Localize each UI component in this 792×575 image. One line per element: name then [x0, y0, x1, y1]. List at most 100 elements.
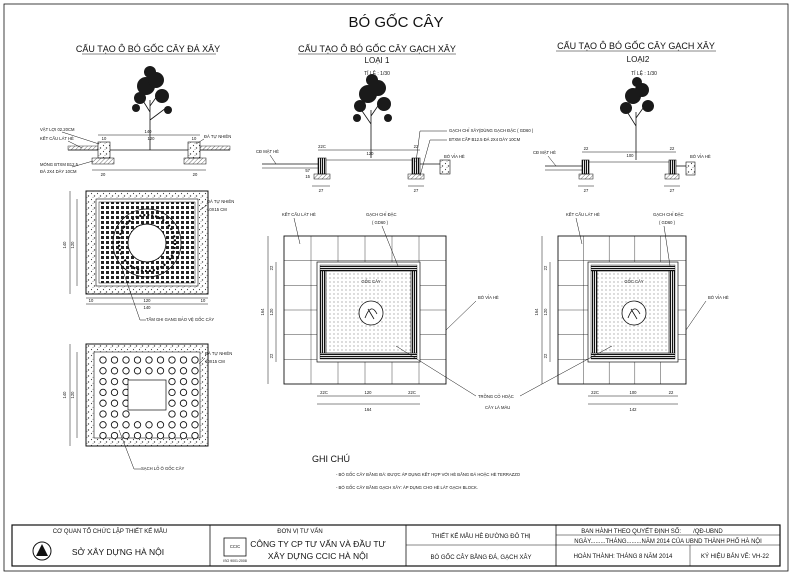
tb-consultant-label: ĐƠN VỊ TƯ VẤN	[277, 528, 323, 535]
left-section-view: 140 10 120 10 20 20 VẬT LỢI 02.20CM KẾT …	[40, 66, 231, 177]
mid-plan-label-d: BÓ VỈA HÈ	[478, 295, 499, 300]
svg-text:10: 10	[102, 136, 107, 141]
mid-section-label-c: CĐ MẶT HÈ	[256, 149, 279, 154]
mid-section-title: CẤU TẠO Ô BÓ GỐC CÂY GẠCH XÂY	[298, 43, 456, 54]
svg-text:27: 27	[414, 188, 419, 193]
shared-planting-label: TRỒNG CỎ HOẶC CÂY LÁ MÀU	[395, 345, 613, 410]
svg-text:22: 22	[414, 144, 419, 149]
svg-text:120: 120	[367, 151, 375, 156]
svg-text:140: 140	[62, 241, 67, 249]
svg-text:20: 20	[101, 172, 106, 177]
svg-text:22: 22	[669, 390, 674, 395]
mid-section-view: 22C 120 22 27 27 57 15 GẠCH CHỈ XÂY(DÙNG…	[256, 74, 534, 193]
left-plan2-label-b: 10X15 CM	[205, 359, 225, 364]
tree-icon	[353, 74, 392, 158]
notes: GHI CHÚ - BÓ GỐC CÂY BẰNG ĐÁ: ĐƯỢC ÁP DỤ…	[312, 454, 521, 490]
mid-plan-view: GỐC CÂY 164 22 120 22 22C 120 22C 164 KẾ…	[260, 212, 499, 412]
svg-text:140: 140	[145, 129, 153, 134]
svg-text:120: 120	[70, 241, 75, 249]
svg-text:CÂY LÁ MÀU: CÂY LÁ MÀU	[485, 405, 510, 410]
svg-text:10: 10	[201, 298, 206, 303]
svg-text:15: 15	[305, 174, 310, 179]
notes-heading: GHI CHÚ	[312, 454, 350, 464]
right-plan-label-a: KẾT CẤU LÁT HÈ	[566, 212, 600, 217]
left-plan1-label-a: ĐÁ TỰ NHIÊN	[207, 199, 234, 204]
svg-text:164: 164	[534, 308, 539, 316]
svg-text:20: 20	[193, 172, 198, 177]
mid-section-label-d: BÓ VỈA HÈ	[444, 154, 465, 159]
svg-text:22: 22	[269, 265, 274, 270]
svg-text:142: 142	[630, 407, 638, 412]
svg-text:10: 10	[89, 298, 94, 303]
ccic-logo-icon: CCIC ISO 9001:2008	[223, 537, 247, 563]
hole-grid	[99, 356, 199, 440]
tb-consultant-name-2: XÂY DỰNG CCIC HÀ NỘI	[268, 551, 368, 561]
svg-text:120: 120	[543, 308, 548, 316]
tree-icon	[132, 66, 172, 150]
svg-text:100: 100	[627, 153, 635, 158]
right-section-scale: TỈ LỆ : 1/30	[631, 69, 657, 77]
tb-completed: HOÀN THÀNH: THÁNG 8 NĂM 2014	[574, 553, 673, 560]
right-plan-center-label: GỐC CÂY	[624, 279, 644, 284]
svg-text:120: 120	[148, 136, 156, 141]
title-block: CƠ QUAN TỔ CHỨC LẬP THIẾT KẾ MẪU SỞ XÂY …	[11, 524, 781, 567]
right-plan-label-d: BÓ VỈA HÈ	[708, 295, 729, 300]
left-plan1-label-c: TẤM GHI GANG BẢO VỆ GỐC CÂY	[146, 317, 214, 322]
left-plan2-label-a: ĐÁ TỰ NHIÊN	[205, 351, 232, 356]
svg-text:22C: 22C	[591, 390, 599, 395]
mid-section-scale: TỈ LỆ : 1/30	[364, 69, 390, 77]
mid-plan-label-c: ( GD60 )	[372, 220, 389, 225]
svg-text:22C: 22C	[320, 390, 328, 395]
tree-icon	[620, 77, 654, 160]
svg-text:22C: 22C	[318, 144, 326, 149]
tb-consultant-name-1: CÔNG TY CP TƯ VẤN VÀ ĐẦU TƯ	[250, 539, 386, 549]
mid-section-label-b: BTXM CẤP B12.5 ĐÁ 2X4 DÀY 10CM	[449, 137, 521, 142]
tb-project: THIẾT KẾ MẪU HÈ ĐƯỜNG ĐÔ THỊ	[431, 533, 530, 540]
right-section-label-a: CĐ MẶT HÈ	[533, 150, 556, 155]
svg-text:10: 10	[192, 136, 197, 141]
svg-text:27: 27	[319, 188, 324, 193]
right-plan-view: GỐC CÂY 164 22 120 22 22C 100 22 142 KẾT…	[534, 212, 729, 412]
left-section-label-a: VẬT LỢI 02.20CM	[40, 127, 75, 132]
svg-text:140: 140	[62, 391, 67, 399]
sheet-border	[3, 3, 789, 572]
mid-plan-center-label: GỐC CÂY	[361, 279, 381, 284]
right-section-title: CẤU TẠO Ô BÓ GỐC CÂY GẠCH XÂY	[557, 40, 715, 51]
tb-decision: BAN HÀNH THEO QUYẾT ĐỊNH SỐ:/QĐ-UBND	[581, 528, 723, 535]
left-section-title: CẤU TẠO Ô BÓ GỐC CÂY ĐÁ XÂY	[76, 43, 220, 54]
right-section-label-b: BÓ VỈA HÈ	[690, 154, 711, 159]
right-section-view: 22 100 22 27 27 CĐ MẶT HÈ BÓ VỈA HÈ	[533, 77, 711, 193]
left-section-label-e: ĐÁ TỰ NHIÊN	[204, 134, 231, 139]
mid-plan-label-b: GẠCH CHỈ ĐẶC	[366, 212, 396, 217]
svg-text:27: 27	[670, 188, 675, 193]
hanoi-construction-logo-icon	[32, 541, 52, 561]
tb-org-label: CƠ QUAN TỔ CHỨC LẬP THIẾT KẾ MẪU	[53, 528, 168, 535]
right-plan-label-b: GẠCH CHỈ ĐẶC	[653, 212, 683, 217]
svg-text:164: 164	[365, 407, 373, 412]
left-plan2-label-c: SẠCH LỖ Ô GỐC CÂY	[141, 466, 184, 471]
left-section-label-b: KẾT CẤU LÁT HÈ	[40, 136, 74, 141]
svg-text:22: 22	[584, 146, 589, 151]
main-title: BÓ GỐC CÂY	[348, 13, 443, 31]
svg-text:22: 22	[543, 265, 548, 270]
left-section-label-c: MÓNG BTXM B12,5	[40, 162, 79, 167]
svg-text:22: 22	[543, 353, 548, 358]
svg-text:120: 120	[144, 298, 152, 303]
svg-text:120: 120	[70, 391, 75, 399]
svg-text:100: 100	[630, 390, 638, 395]
svg-text:140: 140	[144, 305, 152, 310]
note-item-1: - BÓ GỐC CÂY BẰNG ĐÁ: ĐƯỢC ÁP DỤNG KẾT H…	[336, 472, 521, 477]
svg-text:164: 164	[260, 308, 265, 316]
tb-drawing-name: BÓ GỐC CÂY BẰNG ĐÁ, GẠCH XÂY	[431, 553, 532, 561]
tb-date: NGÀY.........THÁNG.........NĂM 2014 CỦA …	[574, 538, 762, 545]
svg-text:22C: 22C	[408, 390, 416, 395]
svg-text:57: 57	[305, 168, 310, 173]
svg-text:22: 22	[269, 353, 274, 358]
mid-plan-label-a: KẾT CẤU LÁT HÈ	[282, 212, 316, 217]
svg-text:120: 120	[365, 390, 373, 395]
note-item-2: - BÓ GỐC CÂY BẰNG GẠCH XÂY: ÁP DỤNG CHO …	[336, 485, 478, 490]
right-section-subtitle: LOẠI2	[627, 55, 650, 64]
svg-text:27: 27	[584, 188, 589, 193]
svg-text:22: 22	[670, 146, 675, 151]
